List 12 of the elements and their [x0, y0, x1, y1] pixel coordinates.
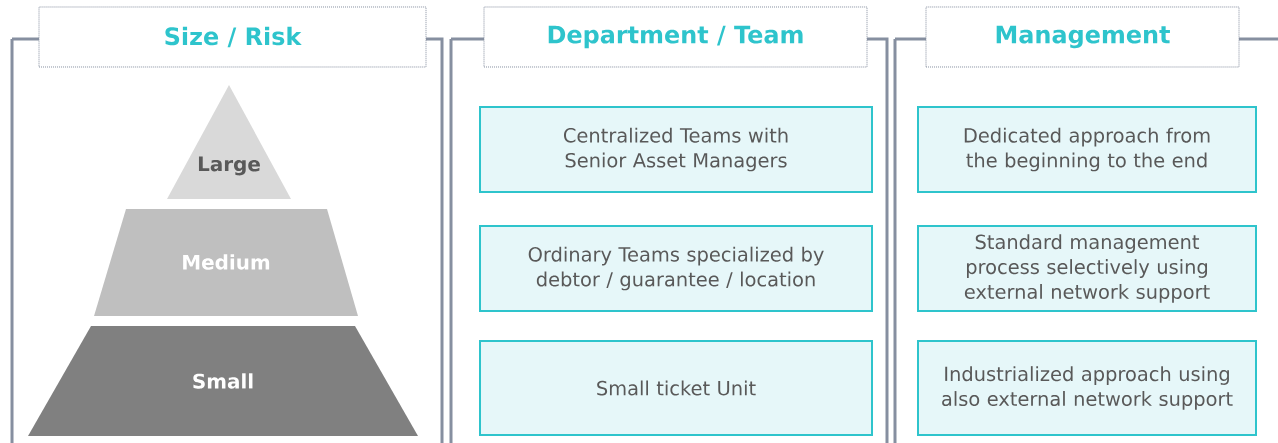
header-box: Size / Risk: [38, 6, 427, 68]
pyramid-layer: Small: [28, 326, 418, 436]
header-box: Management: [925, 6, 1240, 68]
text-box: Centralized Teams with Senior Asset Managers: [479, 106, 873, 193]
pyramid-layer: Large: [167, 85, 291, 199]
pyramid-layer: Medium: [94, 209, 358, 316]
text-box: Ordinary Teams specialized by debtor / guarantee / location: [479, 225, 873, 312]
text-box: Small ticket Unit: [479, 340, 873, 436]
text-box: Industrialized approach using also external network support: [917, 340, 1257, 436]
text-box: Dedicated approach from the beginning to the end: [917, 106, 1257, 193]
header-box: Department / Team: [483, 6, 868, 68]
text-box: Standard management process selectively using external network support: [917, 225, 1257, 312]
